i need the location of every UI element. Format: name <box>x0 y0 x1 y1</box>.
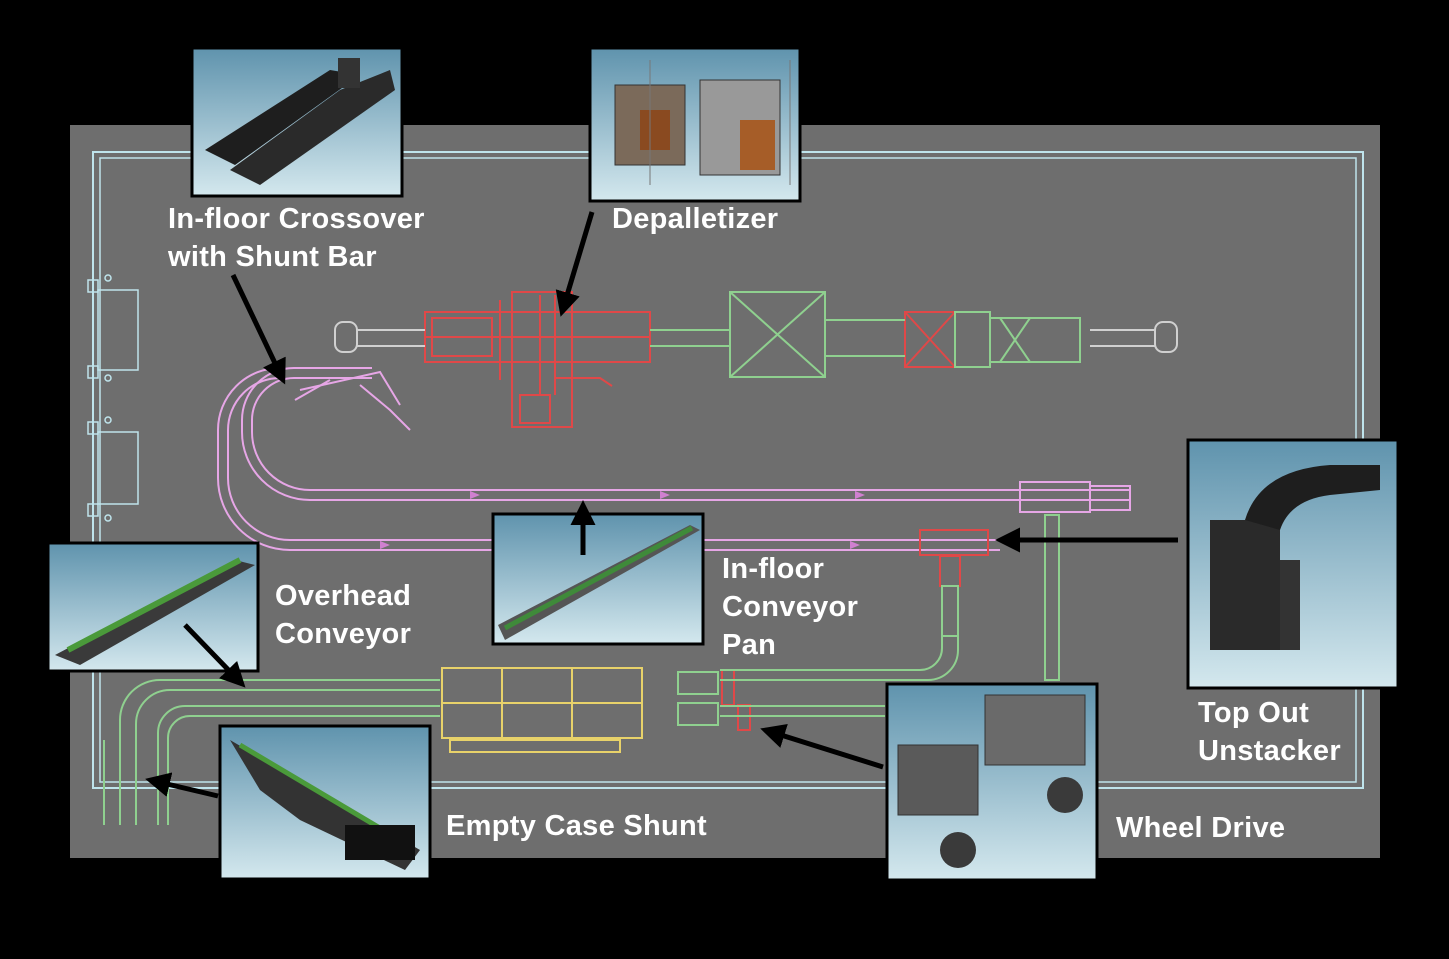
empty-case-label-text: Empty Case Shunt <box>446 810 708 842</box>
overhead-conveyor-photo <box>46 541 260 673</box>
depalletizer-photo <box>588 46 802 203</box>
arrow-overhead <box>183 623 246 688</box>
top-out-label-line2: Unstacker <box>1198 735 1341 767</box>
infloor-conveyor-section <box>441 667 643 753</box>
infloor-pan-label: In-floor Conveyor Pan <box>722 550 858 664</box>
arrow-crossover <box>230 273 286 385</box>
wheel-drive-label-text: Wheel Drive <box>1116 812 1286 844</box>
crossover-label-line2: with Shunt Bar <box>168 241 377 273</box>
overhead-label-line1: Overhead <box>275 580 412 612</box>
wheel-drive-label: Wheel Drive <box>1116 809 1285 847</box>
arrow-shunt <box>145 772 219 799</box>
overhead-label-line2: Conveyor <box>275 618 412 650</box>
green-conveyors <box>103 291 1081 825</box>
crossover-label: In-floor Crossover with Shunt Bar <box>168 200 425 276</box>
infloor-pan-label-line1: In-floor <box>722 553 825 585</box>
top-out-label: Top Out Unstacker <box>1198 694 1341 770</box>
infloor-pan-label-line2: Conveyor <box>722 591 859 623</box>
depalletizer-label: Depalletizer <box>612 200 778 238</box>
unstacker-photo <box>1186 438 1400 690</box>
depalletizer-label-text: Depalletizer <box>612 203 779 235</box>
shunt-photo <box>218 724 432 881</box>
overhead-direction-marks <box>380 491 865 549</box>
infloor-pan-label-line3: Pan <box>722 629 777 661</box>
overhead-label: Overhead Conveyor <box>275 577 411 653</box>
top-out-label-line1: Top Out <box>1198 697 1310 729</box>
overhead-conveyor-loop <box>217 367 1131 551</box>
depalletizer-section <box>424 291 989 731</box>
infloor-pan-photo <box>491 512 705 646</box>
end-caps <box>334 321 1178 353</box>
crossover-photo <box>190 46 404 198</box>
crossover-label-line1: In-floor Crossover <box>168 203 425 235</box>
arrow-wheel-drive <box>760 724 884 770</box>
wheel-drive-photo <box>885 682 1099 882</box>
empty-case-label: Empty Case Shunt <box>446 807 707 845</box>
door-fixtures <box>87 274 139 522</box>
callout-arrows <box>145 211 1178 799</box>
arrow-depalletizer <box>555 211 595 317</box>
